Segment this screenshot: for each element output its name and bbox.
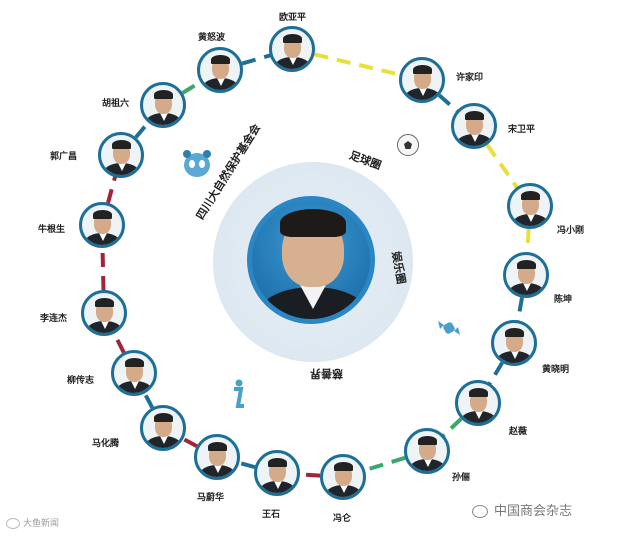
name-p9: 冯仑 — [333, 511, 351, 524]
name-p5: 陈坤 — [554, 292, 572, 305]
name-p3: 宋卫平 — [508, 122, 535, 135]
wechat-icon — [472, 505, 488, 518]
name-p7: 赵薇 — [509, 424, 527, 437]
name-p4: 冯小刚 — [557, 223, 584, 236]
portrait-p12 — [140, 405, 186, 451]
portrait-p8 — [404, 428, 450, 474]
name-p16: 郭广昌 — [50, 149, 77, 162]
portrait-p13 — [111, 350, 157, 396]
soccer-ball-icon — [397, 134, 419, 156]
portrait-p16 — [98, 132, 144, 178]
name-p18: 黄怒波 — [198, 30, 225, 43]
portrait-p7 — [455, 380, 501, 426]
portrait-p4 — [507, 183, 553, 229]
name-p17: 胡祖六 — [102, 96, 129, 109]
panda-icon — [180, 146, 214, 180]
name-p1: 欧亚平 — [279, 10, 306, 23]
portrait-p9 — [320, 454, 366, 500]
label-charity-circle: 慈善界 — [310, 366, 343, 382]
name-p8: 孙俪 — [452, 470, 470, 483]
portrait-p6 — [491, 320, 537, 366]
name-p6: 黄晓明 — [542, 362, 569, 375]
portrait-p11 — [194, 434, 240, 480]
portrait-p1 — [269, 26, 315, 72]
info-icon — [224, 378, 250, 410]
watermark-left: 大鱼新闻 — [6, 516, 59, 529]
watermark-right: 中国商会杂志 — [472, 500, 572, 519]
portrait-p2 — [399, 57, 445, 103]
name-p2: 许家印 — [456, 70, 483, 83]
portrait-p3 — [451, 103, 497, 149]
portrait-p14 — [81, 290, 127, 336]
portrait-p18 — [197, 47, 243, 93]
name-p11: 马蔚华 — [197, 490, 224, 503]
name-p14: 李连杰 — [40, 311, 67, 324]
candy-icon — [436, 317, 462, 339]
portrait-p17 — [140, 82, 186, 128]
name-p12: 马化腾 — [92, 436, 119, 449]
center-portrait — [247, 196, 375, 324]
name-p15: 牛根生 — [38, 222, 65, 235]
portrait-p5 — [503, 252, 549, 298]
name-p13: 柳传志 — [67, 373, 94, 386]
portrait-p15 — [79, 202, 125, 248]
name-p10: 王石 — [262, 507, 280, 520]
portrait-p10 — [254, 450, 300, 496]
